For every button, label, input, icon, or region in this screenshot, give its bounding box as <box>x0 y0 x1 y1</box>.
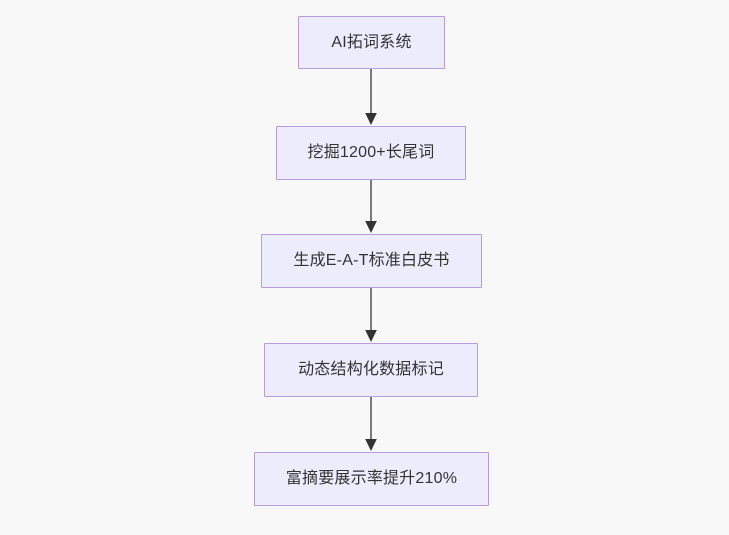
node-label: 挖掘1200+长尾词 <box>307 144 435 162</box>
flowchart-node-mine-longtail-keywords[interactable]: 挖掘1200+长尾词 <box>276 126 466 180</box>
node-label: 动态结构化数据标记 <box>298 361 444 379</box>
flowchart-node-rich-snippet-rate-increase[interactable]: 富摘要展示率提升210% <box>254 452 489 506</box>
node-label: 生成E-A-T标准白皮书 <box>293 252 450 270</box>
flowchart-node-dynamic-structured-data-markup[interactable]: 动态结构化数据标记 <box>264 343 478 397</box>
node-label: AI拓词系统 <box>331 33 412 51</box>
node-label: 富摘要展示率提升210% <box>285 470 458 488</box>
flowchart-edge-2-to-3 <box>363 180 379 234</box>
flowchart-node-ai-keyword-system[interactable]: AI拓词系统 <box>298 16 445 69</box>
flowchart-node-generate-eat-whitepaper[interactable]: 生成E-A-T标准白皮书 <box>261 234 482 288</box>
flowchart-edge-4-to-5 <box>363 397 379 452</box>
flowchart-edge-3-to-4 <box>363 288 379 343</box>
flowchart-edge-1-to-2 <box>363 69 379 126</box>
